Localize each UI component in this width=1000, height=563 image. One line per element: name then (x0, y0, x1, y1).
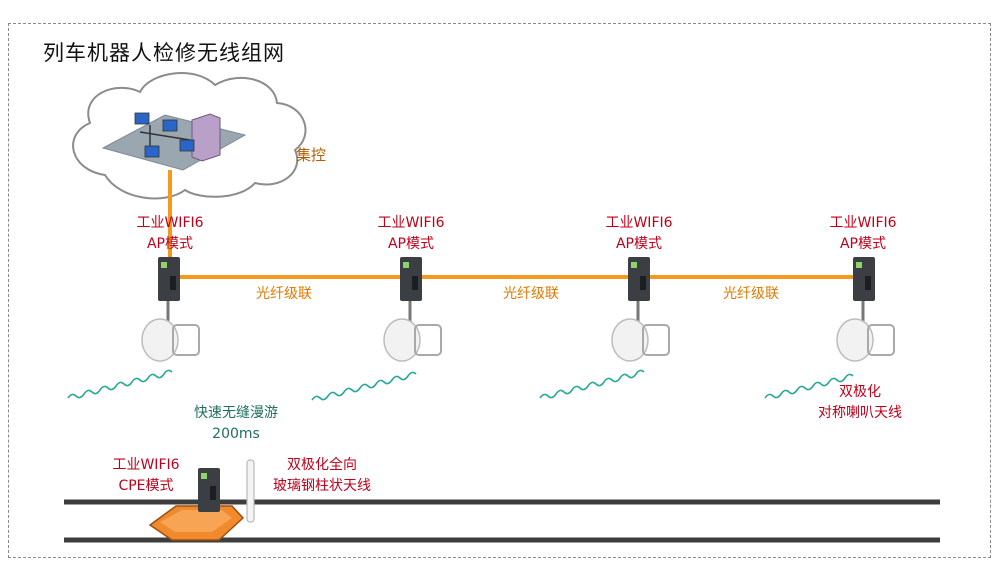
omni-antenna-icon (246, 459, 255, 523)
control-center-icon (101, 112, 247, 171)
ap-node-1 (141, 257, 200, 362)
ap-node-3-label: 工业WIFI6 AP模式 (605, 215, 673, 252)
wireless-wave-icon (67, 369, 173, 399)
wireless-wave-icon (311, 371, 417, 401)
ap-node-1-label: 工业WIFI6 AP模式 (136, 215, 204, 252)
fiber-link-label: 光纤级联 (503, 286, 559, 302)
diagram-title: 列车机器人检修无线组网 (43, 41, 285, 65)
fiber-lines (168, 170, 865, 279)
omni-antenna-label: 双极化全向 玻璃钢柱状天线 (273, 457, 371, 494)
robot-cart-icon (148, 468, 245, 541)
fiber-link-label: 光纤级联 (723, 286, 779, 302)
horn-antenna-label: 双极化 对称喇叭天线 (818, 384, 902, 421)
ap-node-4-label: 工业WIFI6 AP模式 (829, 215, 897, 252)
ap-node-2 (383, 257, 442, 362)
cpe-label: 工业WIFI6 CPE模式 (112, 457, 180, 494)
fiber-link-label: 光纤级联 (256, 286, 312, 302)
control-center-label: 集控 (296, 146, 327, 164)
roaming-label: 快速无缝漫游 200ms (194, 405, 278, 442)
ap-node-4 (836, 257, 895, 362)
ap-node-3 (611, 257, 670, 362)
wireless-wave-icon (539, 369, 645, 399)
wireless-wave-icon (764, 373, 854, 399)
diagram-frame (8, 23, 991, 558)
ap-node-2-label: 工业WIFI6 AP模式 (377, 215, 445, 252)
